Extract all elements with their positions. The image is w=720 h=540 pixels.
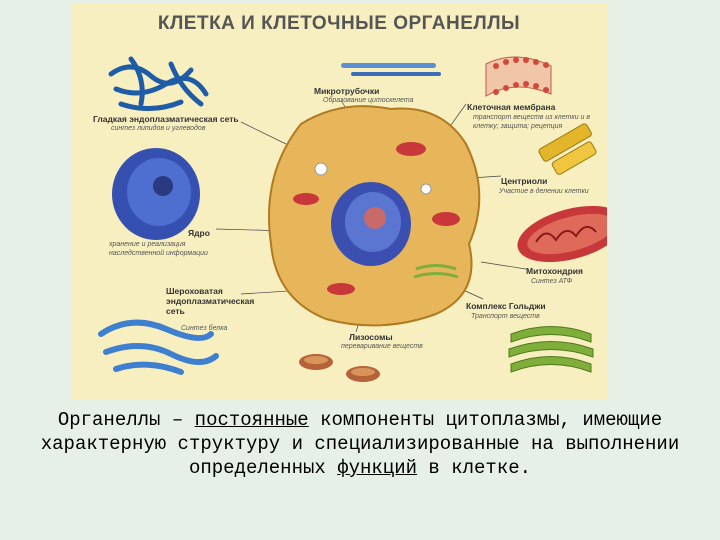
caption-underlined-functions: функций	[337, 457, 418, 479]
nucleus-illustration	[112, 148, 200, 240]
caption-dash: –	[160, 409, 195, 431]
label-nucleus: Ядро	[188, 228, 210, 238]
caption-term: Органеллы	[57, 409, 161, 431]
desc-lysosomes: переваривание веществ	[341, 343, 423, 350]
lysosomes-illustration	[299, 354, 380, 382]
membrane-illustration	[485, 56, 552, 97]
diagram-title: КЛЕТКА И КЛЕТОЧНЫЕ ОРГАНЕЛЛЫ	[157, 13, 521, 34]
label-golgi: Комплекс Гольджи	[466, 301, 546, 311]
label-microtubules: Микротрубочки	[314, 86, 380, 96]
microtubules-illustration	[341, 63, 441, 76]
rough-er-illustration	[98, 319, 219, 375]
caption-text-1: компоненты цитоплазмы, имеющие характерн…	[40, 409, 680, 479]
desc-rough-er: Синтез белка	[181, 325, 228, 332]
cell-illustration	[98, 56, 607, 382]
definition-caption: Органеллы – постоянные компоненты цитопл…	[28, 408, 692, 480]
desc-smooth-er: синтез липидов и углеводов	[111, 125, 206, 132]
golgi-illustration	[508, 326, 594, 373]
mitochondria-illustration	[517, 205, 607, 263]
caption-underlined-constant: постоянные	[194, 409, 309, 431]
label-centrioles: Центриоли	[501, 176, 548, 186]
desc-membrane: транспорт веществ из клетки и в клетку; …	[473, 114, 591, 130]
label-mitochondria: Митохондрия	[526, 266, 583, 276]
caption-text-2: в клетке.	[417, 457, 532, 479]
label-rough-er: Шероховатая эндоплазматическая сеть	[166, 286, 255, 316]
desc-nucleus: хранение и реализация наследственной инф…	[109, 241, 208, 257]
animal-cell-illustration	[268, 105, 481, 327]
label-membrane: Клеточная мембрана	[467, 102, 556, 112]
label-smooth-er: Гладкая эндоплазматическая сеть	[93, 114, 239, 124]
desc-golgi: Транспорт веществ	[471, 313, 540, 320]
desc-centrioles: Участие в делении клетки	[499, 188, 589, 195]
desc-mitochondria: Синтез АТФ	[531, 278, 573, 285]
label-lysosomes: Лизосомы	[349, 332, 393, 342]
diagram-panel: КЛЕТКА И КЛЕТОЧНЫЕ ОРГАНЕЛЛЫ	[71, 4, 607, 400]
desc-microtubules: Образование цитоскелета	[323, 97, 414, 104]
smooth-er-illustration	[108, 56, 209, 111]
centrioles-illustration	[538, 123, 597, 175]
